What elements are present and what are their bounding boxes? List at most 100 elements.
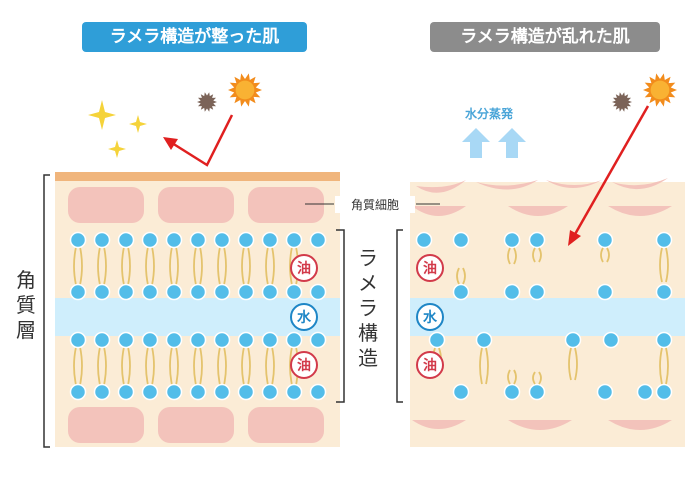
lipid-tail — [241, 346, 245, 386]
lipid-head — [213, 383, 231, 401]
corneocyte — [546, 180, 602, 188]
sun-core — [650, 80, 670, 100]
lipid-tail — [121, 246, 125, 286]
lipid-head — [141, 331, 159, 349]
lipid-head — [237, 331, 255, 349]
lipid-head — [655, 331, 673, 349]
lipid-head — [189, 231, 207, 249]
lipid-head — [117, 383, 135, 401]
lipid-head — [415, 231, 433, 249]
lipid-tail — [199, 246, 203, 286]
lipid-head — [189, 331, 207, 349]
lipid-tail — [532, 247, 536, 263]
stratum-bracket — [43, 174, 50, 448]
lipid-head — [237, 231, 255, 249]
lipid-tail — [175, 346, 179, 386]
lipid-head — [655, 383, 673, 401]
lipid-tail — [79, 346, 83, 386]
corneocyte — [412, 420, 466, 429]
lipid-head — [452, 231, 470, 249]
stratum-corneum-label: 角質層 — [16, 268, 36, 342]
lipid-head — [261, 383, 279, 401]
lipid-tail — [568, 347, 572, 381]
sun-icon — [197, 73, 262, 112]
lipid-tail — [665, 247, 669, 283]
lamellar-structure-label: ラメラ構造 — [358, 246, 378, 370]
corneocyte — [416, 180, 466, 193]
lipid-head — [261, 231, 279, 249]
lipid-tail — [271, 246, 275, 286]
corneocyte-label: 角質細胞 — [335, 196, 415, 213]
lipid-head — [141, 283, 159, 301]
lipid-tail — [600, 247, 604, 263]
evaporation-label: 水分蒸発 — [464, 107, 513, 121]
water-layer — [410, 298, 685, 336]
lipid-bilayer: 油水油 — [69, 231, 327, 401]
lipid-tail — [479, 347, 483, 385]
lipid-head — [93, 331, 111, 349]
lipid-head — [93, 283, 111, 301]
corneocyte — [508, 206, 568, 216]
lipid-head — [261, 283, 279, 301]
lipid-head — [69, 231, 87, 249]
lipid-head — [165, 283, 183, 301]
reflect-arrow-icon — [163, 114, 234, 167]
lipid-head — [596, 283, 614, 301]
corneocyte — [612, 178, 668, 190]
water-badge: 水 — [423, 309, 438, 326]
oil-badge-circle — [290, 351, 318, 379]
corneocyte — [508, 420, 572, 430]
evaporation-arrow-icon — [462, 128, 526, 158]
lipid-head — [117, 331, 135, 349]
lipid-tail — [193, 346, 197, 386]
lipid-tail — [97, 346, 101, 386]
lipid-head — [528, 231, 546, 249]
lipid-tail — [265, 246, 269, 286]
lipid-head — [93, 231, 111, 249]
lipid-tail — [606, 247, 610, 263]
lipid-head — [452, 383, 470, 401]
lipid-tail — [456, 267, 460, 285]
lipid-head — [237, 383, 255, 401]
lipid-head — [165, 231, 183, 249]
lipid-head — [528, 383, 546, 401]
water-badge-circle — [290, 303, 318, 331]
penetrate-arrow-icon — [568, 105, 650, 246]
lipid-head — [189, 283, 207, 301]
lipid-tail — [271, 346, 275, 386]
lipid-tail — [73, 346, 77, 386]
damaged-skin-panel: 油水油 — [410, 178, 685, 447]
lipid-tail — [145, 346, 149, 386]
lipid-head — [596, 231, 614, 249]
lipid-tail — [127, 346, 131, 386]
lipid-tail — [659, 347, 663, 385]
lipid-head — [285, 283, 303, 301]
lipid-tail — [265, 346, 269, 386]
oil-badge: 油 — [423, 260, 437, 277]
lipid-head — [309, 383, 327, 401]
lipid-tail — [507, 369, 511, 385]
lipid-head — [165, 383, 183, 401]
lipid-tail — [145, 246, 149, 286]
sun-ray — [612, 92, 632, 112]
lipid-tail — [217, 346, 221, 386]
lipid-tail — [193, 246, 197, 286]
lipid-head — [261, 331, 279, 349]
oil-badge-circle — [416, 351, 444, 379]
lipid-head — [503, 283, 521, 301]
lipid-tail — [151, 246, 155, 286]
lipid-tail — [199, 346, 203, 386]
lipid-tail — [532, 371, 536, 385]
lipid-tail — [217, 246, 221, 286]
lipid-tail — [241, 246, 245, 286]
lipid-head — [237, 283, 255, 301]
lipid-head — [602, 331, 620, 349]
skin-surface — [55, 172, 340, 181]
disordered-lipids: 油水油 — [415, 231, 673, 401]
corneocyte — [68, 407, 144, 443]
lipid-head — [428, 331, 446, 349]
lipid-head — [69, 283, 87, 301]
lipid-tail — [169, 246, 173, 286]
title-badge-healthy: ラメラ構造が整った肌 — [82, 22, 307, 52]
